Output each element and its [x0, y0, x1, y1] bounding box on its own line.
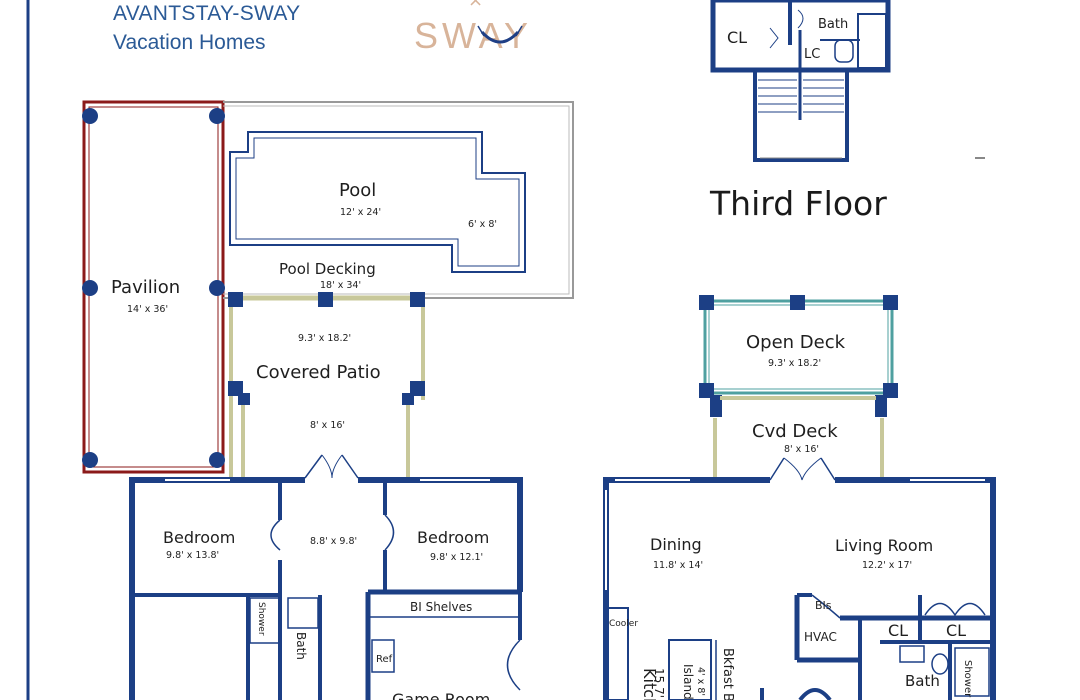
first-floor-shower-label: Shower: [256, 602, 266, 636]
dining-label: Dining: [650, 535, 702, 554]
cvd-deck-label: Cvd Deck: [752, 421, 838, 442]
ref-label: Ref: [376, 654, 393, 665]
pool-outline: [229, 131, 526, 273]
pool-decking-inner: [223, 105, 570, 295]
covered-patio-dim-lower: 8' x 16': [310, 420, 345, 431]
pool-dim: 12' x 24': [340, 207, 381, 218]
bis-label: BIs: [815, 599, 832, 612]
logo-mark: ×: [468, 0, 484, 11]
pavilion-label: Pavilion: [111, 277, 180, 298]
third-floor-lc-label: LC: [804, 47, 820, 62]
living-room-label: Living Room: [835, 536, 933, 555]
cvd-deck-dim: 8' x 16': [784, 444, 819, 455]
closet-door-left: [769, 27, 779, 49]
pavilion-columns: [82, 108, 225, 468]
pool-extension-dim: 6' x 8': [468, 219, 497, 230]
bedroom-left-label: Bedroom: [163, 528, 235, 547]
kitchen-dim: 15.7': [652, 668, 666, 698]
toilet: [834, 39, 854, 63]
island-dim: 4' x 8': [695, 667, 706, 696]
column: [209, 280, 225, 296]
open-deck-label: Open Deck: [746, 332, 846, 353]
bath-door-arc: [797, 9, 804, 29]
sway-logo: SWAY: [414, 15, 532, 57]
first-floor-bath-label: Bath: [294, 632, 308, 660]
open-deck-dim: 9.3' x 18.2': [768, 358, 821, 369]
pavilion-dim: 14' x 36': [127, 304, 168, 315]
third-floor-title: Third Floor: [710, 184, 887, 223]
third-floor-plan: [710, 0, 891, 162]
hvac-label: HVAC: [804, 630, 837, 644]
cooler-label: Cooler: [609, 619, 638, 629]
open-deck: [699, 295, 898, 417]
column: [82, 452, 98, 468]
bedroom-right-label: Bedroom: [417, 528, 489, 547]
brand-name: AVANTSTAY-SWAY: [113, 2, 301, 25]
pool-label: Pool: [339, 180, 376, 201]
cl-left-label: CL: [888, 621, 908, 640]
brand-subtitle: Vacation Homes: [113, 31, 266, 54]
column: [209, 452, 225, 468]
column: [82, 280, 98, 296]
pool-inner-outline: [235, 137, 520, 267]
covered-patio-label: Covered Patio: [256, 362, 381, 383]
living-room-dim: 12.2' x 17': [862, 560, 912, 571]
column: [209, 108, 225, 124]
kitchen-label: Kitchen: [640, 668, 659, 700]
second-floor-bath-label: Bath: [905, 672, 940, 690]
logo-post-right: [515, 25, 523, 37]
third-floor-closet-label: CL: [727, 28, 747, 47]
third-floor-bath-label: Bath: [818, 17, 848, 32]
dining-dim: 11.8' x 14': [653, 560, 703, 571]
logo-text: SWAY: [414, 15, 533, 56]
game-room-label: Game Room: [392, 690, 490, 700]
pool-decking-label: Pool Decking: [279, 260, 376, 278]
logo-post-left: [477, 25, 485, 37]
second-floor-walls: [603, 457, 996, 700]
cl-right-label: CL: [946, 621, 966, 640]
covered-patio: [228, 292, 425, 478]
pool-decking-dim: 18' x 34': [320, 280, 361, 291]
bathtub: [857, 13, 887, 69]
second-floor-shower-label: Shower: [962, 660, 973, 698]
island-label: Island: [681, 664, 695, 700]
hall-dim: 8.8' x 9.8': [310, 536, 357, 547]
stair-treads: [758, 79, 844, 113]
column: [82, 108, 98, 124]
covered-patio-dim-upper: 9.3' x 18.2': [298, 333, 351, 344]
bkfast-bar-label: Bkfast Bar: [720, 648, 735, 700]
bedroom-left-dim: 9.8' x 13.8': [166, 550, 219, 561]
first-floor-walls: [129, 454, 523, 700]
bi-shelves-label: BI Shelves: [410, 600, 472, 614]
bedroom-right-dim: 9.8' x 12.1': [430, 552, 483, 563]
logo-hammock-icon: [480, 30, 520, 44]
